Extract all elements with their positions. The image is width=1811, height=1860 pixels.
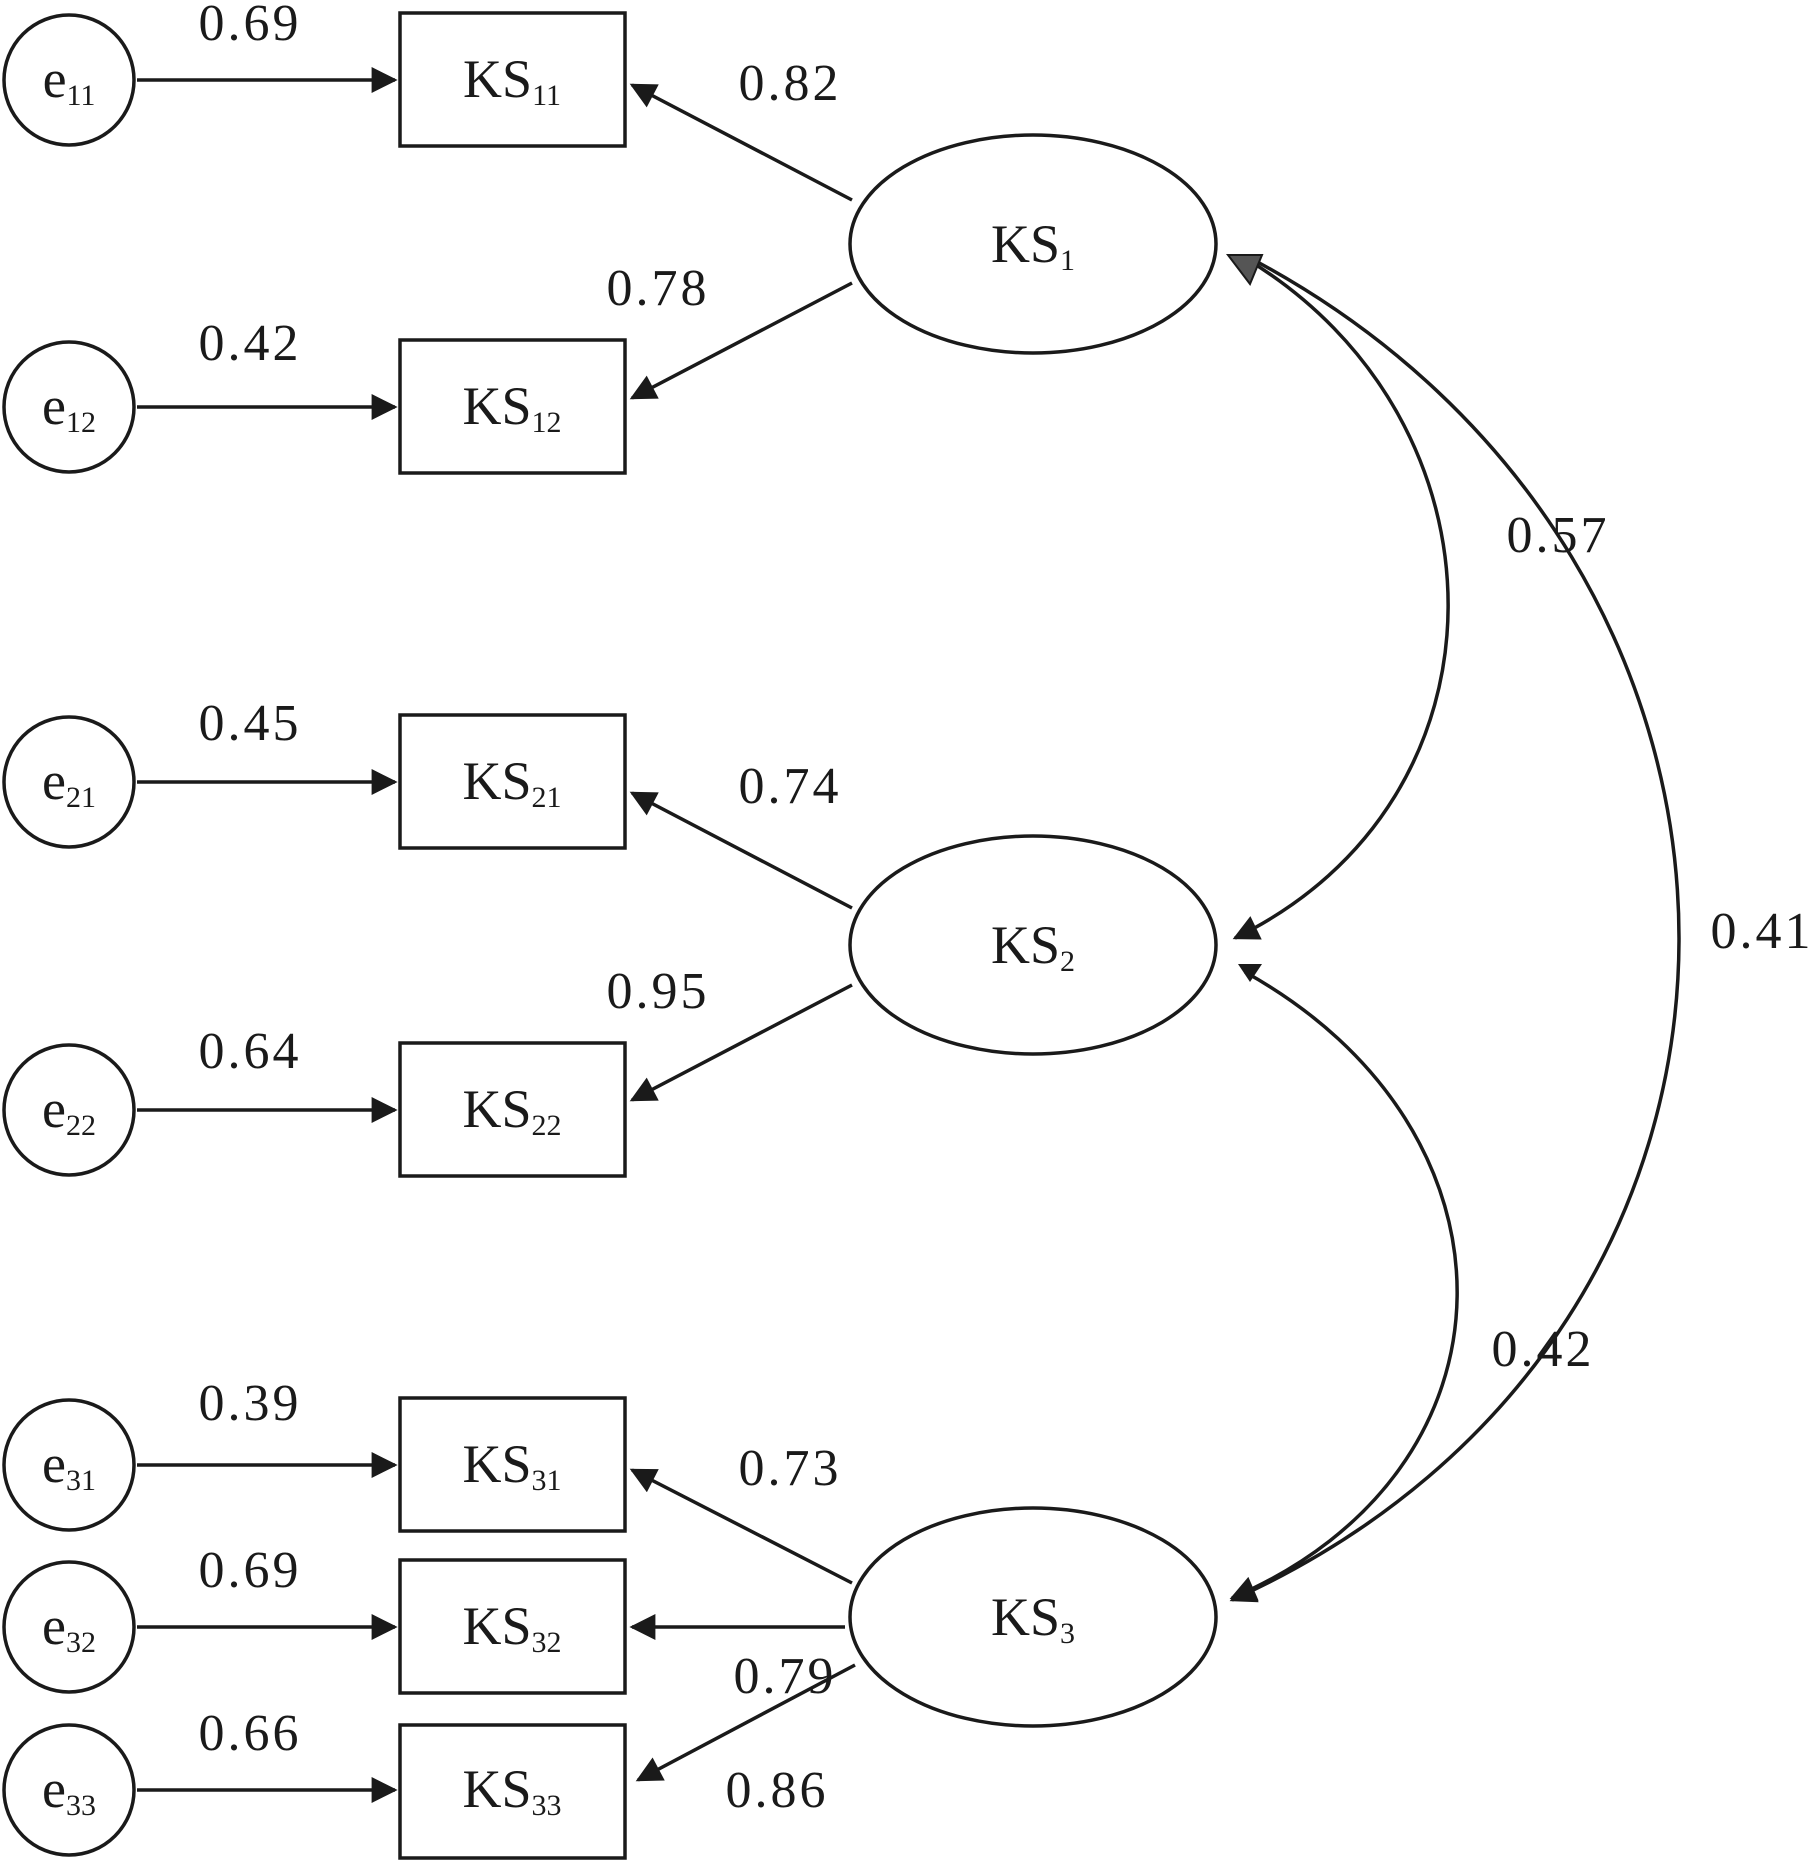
svg-text:KS31: KS31 xyxy=(462,1434,561,1497)
svg-text:KS21: KS21 xyxy=(462,751,561,814)
svg-text:e33: e33 xyxy=(42,1759,96,1822)
error-node-e12: e12 xyxy=(2,340,136,474)
arrowhead-ks1-marker xyxy=(1225,254,1264,286)
label-ks1-ks3: 0.41 xyxy=(1711,903,1811,960)
indicator-node-ks31: KS31 xyxy=(398,1396,627,1533)
svg-text:e12: e12 xyxy=(42,376,96,439)
label-ks2-ks3: 0.42 xyxy=(1492,1321,1595,1378)
svg-text:KS22: KS22 xyxy=(462,1079,561,1142)
svg-text:e22: e22 xyxy=(42,1079,96,1142)
correlation-ks1-ks2 xyxy=(1232,256,1450,940)
label-e22-ks22: 0.64 xyxy=(199,1023,302,1080)
arrowhead-ks2-lower-marker xyxy=(1238,964,1262,982)
error-paths xyxy=(137,67,398,1803)
label-e12-ks12: 0.42 xyxy=(199,315,302,372)
indicator-node-ks12: KS12 xyxy=(398,338,627,475)
svg-text:KS2: KS2 xyxy=(991,915,1075,978)
error-nodes: e11 e12 e21 e22 e31 e32 e33 xyxy=(2,13,136,1857)
svg-text:e31: e31 xyxy=(42,1434,96,1497)
correlation-ks1-ks3 xyxy=(1229,256,1681,1603)
latent-node-ks1: KS1 xyxy=(848,133,1218,355)
label-ks1-ks2: 0.57 xyxy=(1507,507,1610,564)
loading-ks1-ks11 xyxy=(629,83,853,202)
indicator-node-ks22: KS22 xyxy=(398,1041,627,1178)
label-ks1-ks12: 0.78 xyxy=(607,260,710,317)
label-e32-ks32: 0.69 xyxy=(199,1542,302,1599)
label-ks3-ks32: 0.79 xyxy=(734,1648,837,1705)
latent-node-ks2: KS2 xyxy=(848,834,1218,1056)
loading-ks3-ks31 xyxy=(629,1468,853,1585)
loading-paths xyxy=(629,83,856,1782)
error-node-e33: e33 xyxy=(2,1723,136,1857)
error-node-e22: e22 xyxy=(2,1043,136,1177)
correlation-labels: 0.57 0.42 0.41 xyxy=(1492,507,1811,1378)
correlation-ks2-ks3 xyxy=(1229,970,1459,1601)
label-ks3-ks31: 0.73 xyxy=(739,1440,842,1497)
indicator-node-ks11: KS11 xyxy=(398,11,627,148)
loading-labels: 0.82 0.78 0.74 0.95 0.73 0.79 0.86 xyxy=(607,55,842,1819)
label-e33-ks33: 0.66 xyxy=(199,1705,302,1762)
loading-ks2-ks22 xyxy=(629,983,853,1102)
indicator-node-ks21: KS21 xyxy=(398,713,627,850)
loading-ks2-ks21 xyxy=(629,791,853,910)
label-ks1-ks11: 0.82 xyxy=(739,55,842,112)
svg-text:KS33: KS33 xyxy=(462,1759,561,1822)
svg-text:e32: e32 xyxy=(42,1596,96,1659)
loading-ks3-ks33 xyxy=(635,1663,856,1782)
error-node-e21: e21 xyxy=(2,715,136,849)
label-e11-ks11: 0.69 xyxy=(199,0,302,52)
latent-nodes: KS1 KS2 KS3 xyxy=(848,133,1218,1728)
latent-node-ks3: KS3 xyxy=(848,1506,1218,1728)
svg-text:e11: e11 xyxy=(43,49,96,112)
svg-text:KS32: KS32 xyxy=(462,1596,561,1659)
svg-text:KS11: KS11 xyxy=(463,49,561,112)
label-ks3-ks33: 0.86 xyxy=(726,1762,829,1819)
error-node-e32: e32 xyxy=(2,1560,136,1694)
indicator-node-ks32: KS32 xyxy=(398,1558,627,1695)
label-ks2-ks21: 0.74 xyxy=(739,758,842,815)
error-node-e11: e11 xyxy=(2,13,136,147)
label-e21-ks21: 0.45 xyxy=(199,695,302,752)
svg-text:KS3: KS3 xyxy=(991,1587,1075,1650)
label-ks2-ks22: 0.95 xyxy=(607,963,710,1020)
svg-text:KS12: KS12 xyxy=(462,376,561,439)
indicator-node-ks33: KS33 xyxy=(398,1723,627,1860)
error-path-labels: 0.69 0.42 0.45 0.64 0.39 0.69 0.66 xyxy=(199,0,302,1762)
label-e31-ks31: 0.39 xyxy=(199,1375,302,1432)
error-node-e31: e31 xyxy=(2,1398,136,1532)
svg-text:e21: e21 xyxy=(42,751,96,814)
svg-text:KS1: KS1 xyxy=(991,214,1075,277)
indicator-nodes: KS11 KS12 KS21 KS22 KS31 KS32 KS33 xyxy=(398,11,627,1860)
loading-ks1-ks12 xyxy=(629,281,853,400)
correlation-arcs xyxy=(1225,254,1681,1603)
